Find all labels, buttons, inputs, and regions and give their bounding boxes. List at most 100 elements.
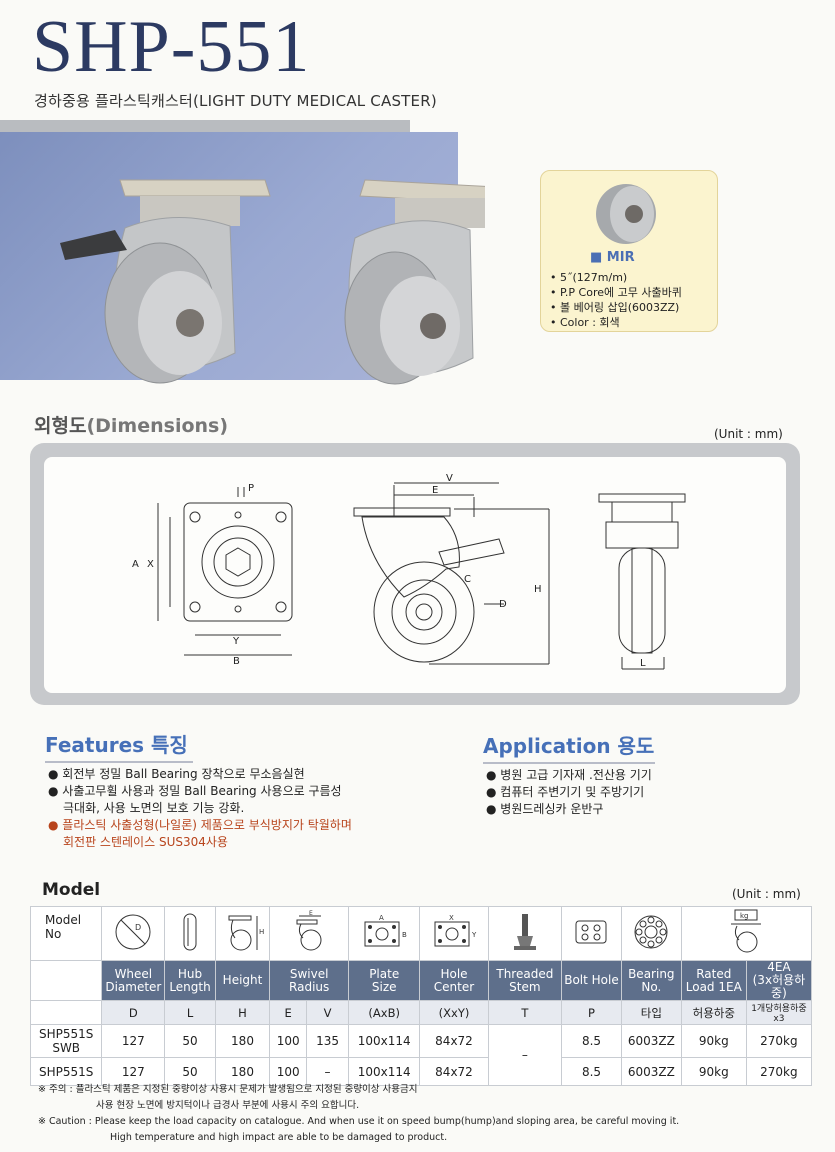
feature-text: 사출고무휠 사용과 정밀 Ball Bearing 사용으로 구름성 xyxy=(62,784,342,798)
mir-spec: • 볼 베어링 삽입(6003ZZ) xyxy=(550,301,680,314)
dimensions-title-en: (Dimensions) xyxy=(86,415,229,437)
feature-text: 회전부 정밀 Ball Bearing 장착으로 무소음실현 xyxy=(62,767,305,781)
dim-label-y: Y xyxy=(232,636,240,647)
symbol-blank xyxy=(29,1000,103,1025)
dim-label-h: H xyxy=(534,584,542,595)
caster-photos xyxy=(60,179,485,385)
sym-xxy: (XxY) xyxy=(419,1000,489,1025)
cell-bearing: 6003ZZ xyxy=(620,1024,682,1058)
application-item: ● 병원드레싱카 운반구 xyxy=(486,802,604,816)
table-row: SHP551S 127 50 180 100 – 100x114 84x72 8… xyxy=(29,1057,813,1086)
sym-bearing: 타입 xyxy=(620,1000,682,1025)
cell-axb: 100x114 xyxy=(348,1024,421,1058)
cell-h: 180 xyxy=(214,1057,271,1086)
swivel-icon-label: E xyxy=(309,910,313,917)
swivel-radius-icon: E xyxy=(269,906,350,961)
dim-label-l: L xyxy=(640,658,646,669)
features-list: ● 회전부 정밀 Ball Bearing 장착으로 무소음실현 ● 사출고무휠… xyxy=(48,766,448,851)
rated-load-icon: kg xyxy=(680,906,813,961)
height-icon: H xyxy=(214,906,271,961)
sym-axb: (AxB) xyxy=(348,1000,421,1025)
cell-v: 135 xyxy=(306,1024,350,1058)
cell-axb: 100x114 xyxy=(348,1057,421,1086)
caster-with-brake-image xyxy=(60,179,271,384)
sym-load4: 1개당허용하중x3 xyxy=(745,1000,813,1025)
note-line: 사용 현장 노면에 방지턱이나 급경사 부분에 사용시 주의 요합니다. xyxy=(96,1100,360,1111)
cell-l: 50 xyxy=(164,1024,216,1058)
dimension-drawings: P A X Y B V E H C D xyxy=(132,473,686,670)
model-no-header-line: Model xyxy=(45,913,82,927)
cell-xxy: 84x72 xyxy=(419,1057,489,1086)
application-item: ● 병원 고급 기자재 .전산용 기기 xyxy=(486,768,652,782)
features-title: Features 특징 xyxy=(45,729,193,763)
mir-spec: • 5˝(127m/m) xyxy=(550,271,628,284)
cell-stem: – xyxy=(487,1024,563,1086)
sym-p: P xyxy=(561,1000,622,1025)
col-height: Height xyxy=(214,960,271,1001)
sym-t: T xyxy=(487,1000,563,1025)
cell-e: 100 xyxy=(269,1024,308,1058)
product-title: SHP-551 xyxy=(32,6,311,88)
caster-image xyxy=(344,179,485,385)
cell-e: 100 xyxy=(269,1057,308,1086)
dimensions-title: 외형도(Dimensions) xyxy=(34,411,228,438)
feature-item: ● 회전부 정밀 Ball Bearing 장착으로 무소음실현 xyxy=(48,767,305,781)
cell-load: 90kg xyxy=(680,1057,747,1086)
sym-d: D xyxy=(101,1000,166,1025)
feature-item-continued: 회전판 스텐레이스 SUS304사용 xyxy=(63,835,228,849)
cell-xxy: 84x72 xyxy=(419,1024,489,1058)
cell-bearing: 6003ZZ xyxy=(620,1057,682,1086)
title-divider-bar xyxy=(0,120,410,132)
cell-l: 50 xyxy=(164,1057,216,1086)
height-icon-label: H xyxy=(259,928,264,936)
feature-text: 플라스틱 사출성형(나일론) 제품으로 부식방지가 탁월하며 xyxy=(62,818,352,832)
dimensions-title-ko: 외형도 xyxy=(34,415,87,437)
cell-load: 90kg xyxy=(680,1024,747,1058)
bearing-icon xyxy=(620,906,682,961)
dim-label-d: D xyxy=(499,599,507,610)
cell-load4: 270kg xyxy=(745,1024,813,1058)
hole-icon-label-y: Y xyxy=(471,931,477,939)
col-bolt-hole: Bolt Hole xyxy=(561,960,622,1001)
sym-e: E xyxy=(269,1000,308,1025)
sym-v: V xyxy=(306,1000,350,1025)
threaded-stem-icon xyxy=(487,906,563,961)
load-icon-label: kg xyxy=(740,912,749,920)
application-title: Application 용도 xyxy=(483,730,655,764)
dim-label-x: X xyxy=(147,559,154,570)
feature-item: ● 사출고무휠 사용과 정밀 Ball Bearing 사용으로 구름성 xyxy=(48,784,342,798)
mir-spec: • P.P Core에 고무 사출바퀴 xyxy=(550,286,682,299)
application-text: 병원 고급 기자재 .전산용 기기 xyxy=(500,768,652,782)
application-item: ● 컴퓨터 주변기기 및 주방기기 xyxy=(486,785,645,799)
sym-h: H xyxy=(214,1000,271,1025)
wheel-icon-label: D xyxy=(135,923,141,932)
model-unit: (Unit : mm) xyxy=(732,887,801,901)
plate-icon-label-a: A xyxy=(379,914,384,922)
hole-icon-label-x: X xyxy=(449,914,454,922)
dim-label-a: A xyxy=(132,559,139,570)
model-title: Model xyxy=(42,880,101,900)
hub-length-icon xyxy=(164,906,216,961)
wheel-diameter-icon: D xyxy=(101,906,166,961)
mir-title: ■ MIR xyxy=(590,250,635,265)
application-text: 병원드레싱카 운반구 xyxy=(500,802,604,816)
sym-l: L xyxy=(164,1000,216,1025)
dim-label-b: B xyxy=(233,656,240,667)
front-view-drawing xyxy=(598,493,686,670)
cell-d: 127 xyxy=(101,1057,166,1086)
dimensions-unit: (Unit : mm) xyxy=(714,427,783,441)
